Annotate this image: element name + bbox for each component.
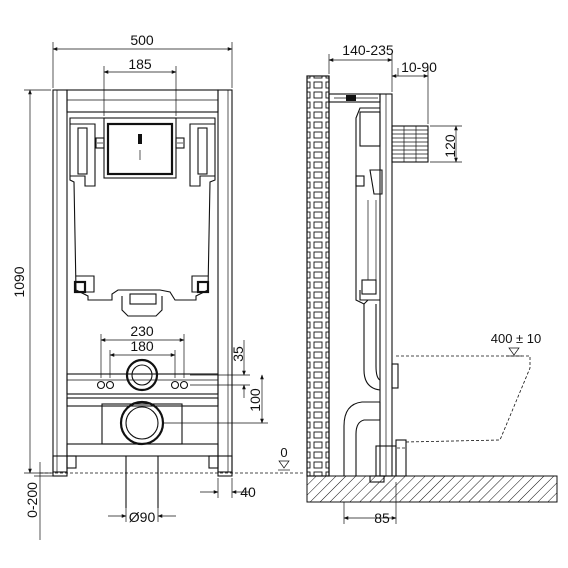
- fixing-hole-1: [96, 380, 106, 390]
- fixing-hole-4: [179, 380, 189, 390]
- dim-fixing-holes-outer: 230: [130, 323, 154, 339]
- dim-drain-diameter: Ø90: [129, 509, 156, 525]
- inlet-connector: [391, 125, 429, 163]
- drain-bend: [343, 401, 380, 476]
- dim-flush-plate-width: 185: [128, 56, 152, 72]
- dim-drain-offset: 100: [247, 388, 263, 412]
- cistern: [69, 117, 216, 301]
- drain-pipe: [119, 400, 165, 446]
- mounting-rail: [66, 373, 219, 395]
- side-view: 140-235 10-90 120 400 ± 10 85: [306, 42, 558, 526]
- wall-bracket: [328, 93, 381, 103]
- frame-left-upright: [52, 89, 68, 473]
- dim-foot-offset: 40: [240, 484, 256, 500]
- brick-wall: [306, 75, 330, 477]
- level-zero-label: 0: [280, 445, 287, 460]
- dim-wall-distance: 140-235: [342, 42, 394, 58]
- front-view: 500 185 1090 0-200 230 180 35: [11, 32, 305, 540]
- dim-overall-width: 500: [130, 32, 154, 48]
- inlet-pipe: [125, 358, 159, 392]
- fixing-hole-3: [170, 380, 180, 390]
- lower-rail: [66, 397, 219, 407]
- dim-inlet-height: 120: [442, 134, 458, 158]
- flush-pipe: [363, 304, 381, 391]
- dim-foot-adjustment: 0-200: [24, 482, 40, 518]
- flush-plate-opening: [103, 117, 177, 179]
- dim-bowl-height: 400 ± 10: [491, 331, 542, 346]
- dim-hole-offset: 35: [230, 346, 246, 362]
- dim-height: 1090: [11, 266, 27, 297]
- floor-slab: [306, 475, 558, 503]
- frame-right-upright: [217, 89, 233, 473]
- dim-pipe-offset: 10-90: [401, 59, 437, 75]
- dim-drain-depth: 85: [374, 510, 390, 526]
- toilet-bowl: [396, 355, 531, 449]
- fixing-hole-2: [105, 380, 115, 390]
- frame-top-bar: [66, 89, 219, 113]
- dim-fixing-holes-inner: 180: [130, 338, 154, 354]
